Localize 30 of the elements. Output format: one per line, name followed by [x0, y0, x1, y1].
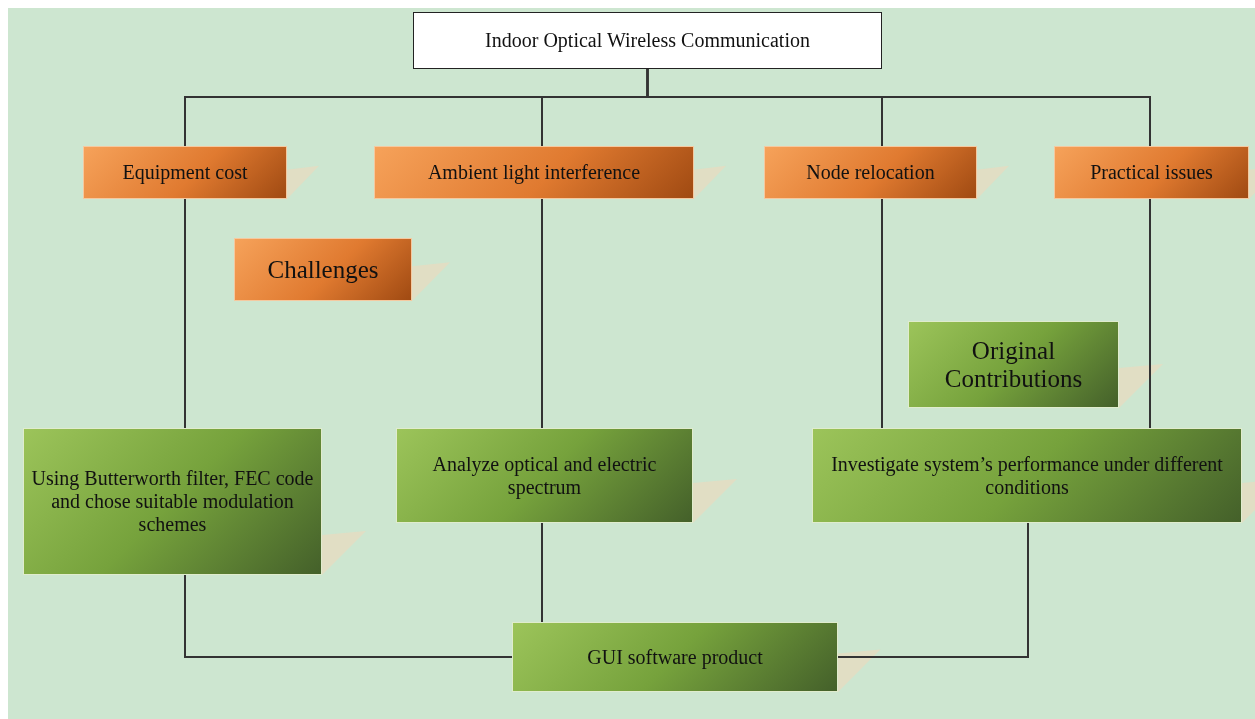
contribution-box	[812, 428, 1242, 523]
title-box	[413, 12, 882, 69]
connector-line	[541, 198, 543, 429]
challenge-box	[234, 238, 412, 301]
connector-line	[837, 522, 1029, 658]
box-label: Analyze optical and electric spectrum	[431, 451, 658, 501]
box-label: Equipment cost	[121, 160, 249, 186]
box-label: GUI software product	[586, 644, 764, 671]
box-label: Using Butterworth filter, FEC code and chose suitable modulation schemes	[30, 466, 315, 537]
connector-line	[184, 198, 186, 429]
connector-line	[1149, 198, 1151, 429]
connector-line	[881, 198, 883, 429]
challenge-box	[1054, 146, 1249, 199]
connector-line	[184, 574, 513, 658]
contribution-box	[396, 428, 693, 523]
box-label: Node relocation	[805, 160, 936, 185]
connector-line	[541, 522, 543, 623]
box-label: Indoor Optical Wireless Communication	[484, 28, 811, 54]
challenge-box	[83, 146, 287, 199]
box-label: Investigate system’s performance under different conditions	[830, 451, 1224, 500]
box-label: Practical issues	[1089, 160, 1214, 185]
challenge-box	[764, 146, 977, 199]
challenge-box	[374, 146, 694, 199]
box-label: Original Contributions	[943, 335, 1084, 394]
box-label: Challenges	[266, 254, 380, 285]
contribution-box	[512, 622, 838, 692]
connector-line	[646, 68, 1151, 147]
contribution-box	[23, 428, 322, 575]
box-label: Ambient light interference	[426, 160, 642, 186]
contribution-box	[908, 321, 1119, 408]
